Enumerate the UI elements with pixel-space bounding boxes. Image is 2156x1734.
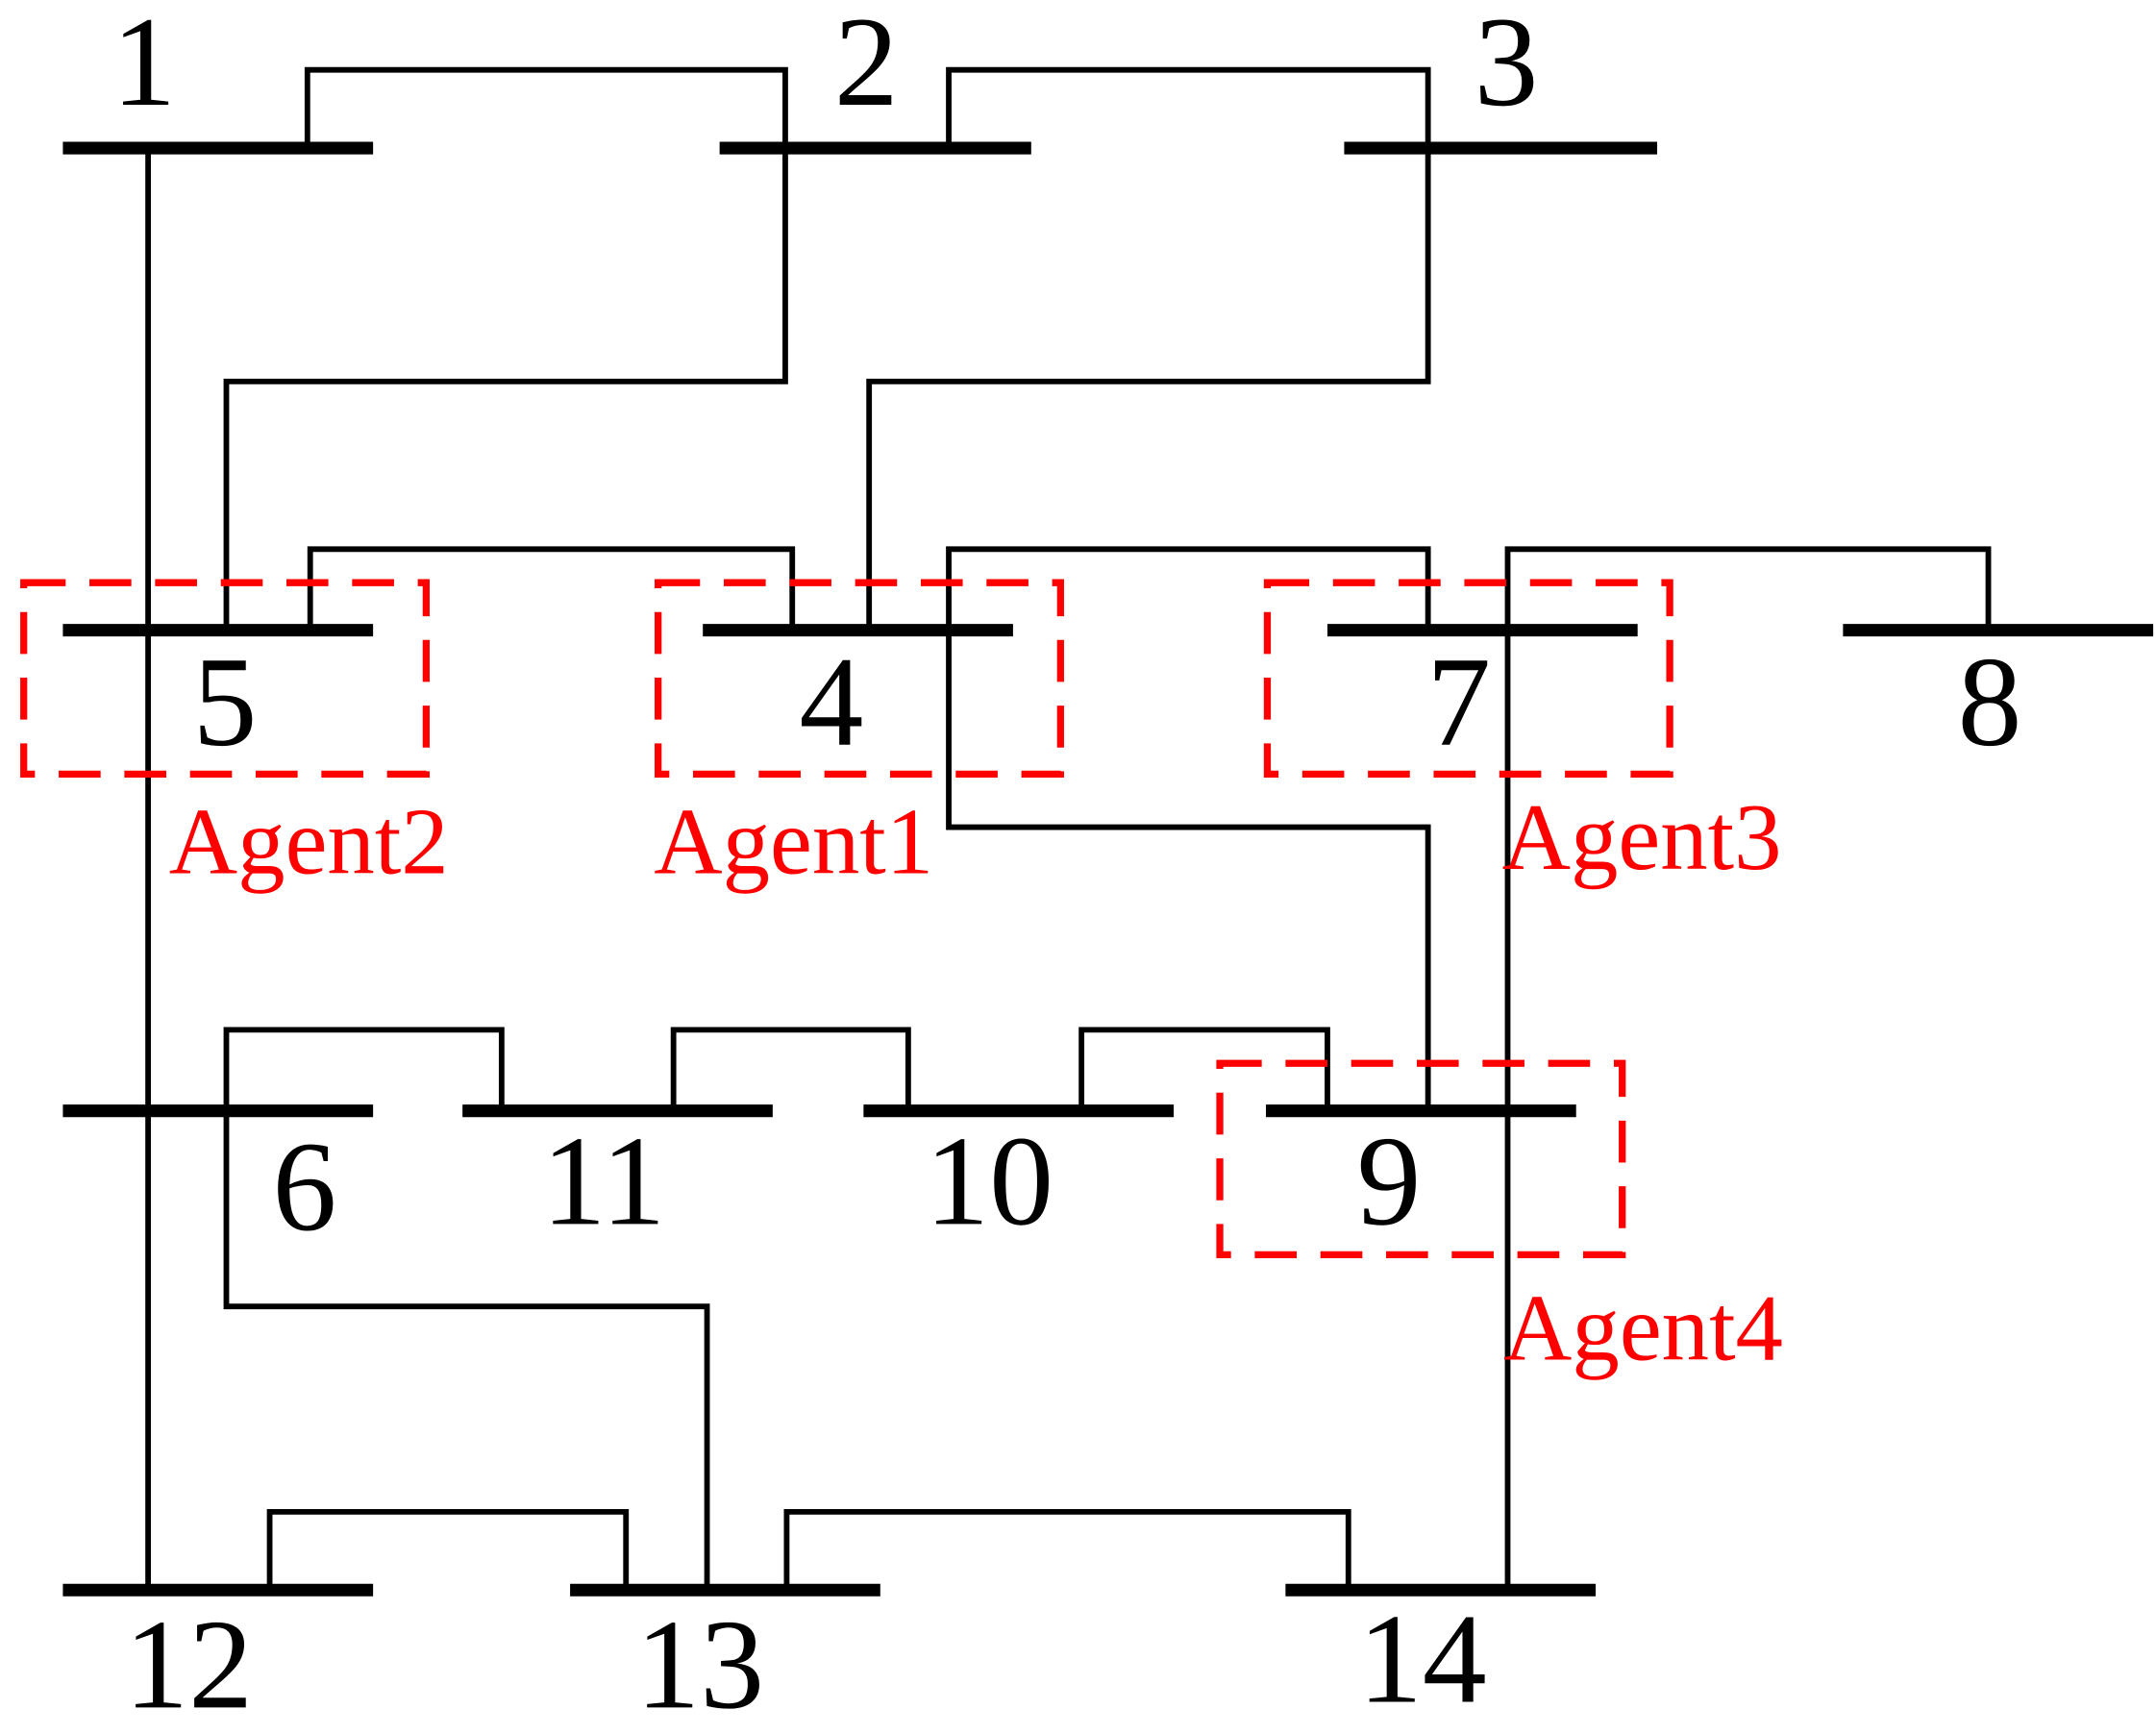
agent-label-3: Agent3 xyxy=(1502,785,1782,890)
line-6-13 xyxy=(223,1110,710,1591)
bus-label-2: 2 xyxy=(834,0,899,133)
bus-label-9: 9 xyxy=(1357,1109,1422,1251)
line-4-7 xyxy=(946,546,1431,631)
bus-label-4: 4 xyxy=(799,631,863,773)
bus-label-1: 1 xyxy=(112,0,176,133)
line-1-2 xyxy=(304,66,788,149)
agent-label-4: Agent4 xyxy=(1503,1276,1783,1380)
line-2-3 xyxy=(946,66,1431,149)
bus-label-6: 6 xyxy=(272,1115,336,1257)
bus-label-3: 3 xyxy=(1475,0,1539,133)
bus-label-10: 10 xyxy=(925,1109,1053,1251)
line-11-10 xyxy=(670,1027,911,1111)
bus-label-12: 12 xyxy=(124,1593,253,1734)
line-5-4 xyxy=(307,546,796,631)
bus-label-5: 5 xyxy=(193,631,258,773)
agent-box-3 xyxy=(1263,579,1673,778)
bus-label-13: 13 xyxy=(635,1593,764,1734)
line-2-5 xyxy=(223,148,788,631)
line-13-14 xyxy=(783,1508,1351,1591)
line-10-9 xyxy=(1078,1027,1330,1111)
line-3-4 xyxy=(866,148,1431,631)
line-6-11 xyxy=(223,1027,505,1111)
bus-label-14: 14 xyxy=(1358,1588,1487,1730)
bus-label-8: 8 xyxy=(1958,631,2022,773)
agent-label-2: Agent2 xyxy=(169,790,449,895)
bus-label-11: 11 xyxy=(542,1109,666,1251)
agent-box-4 xyxy=(1216,1059,1626,1259)
agent-label-1: Agent1 xyxy=(654,790,933,895)
line-7-8 xyxy=(1504,546,1992,631)
line-12-13 xyxy=(266,1508,630,1591)
bus-label-7: 7 xyxy=(1426,631,1491,773)
agent-box-2 xyxy=(20,579,431,778)
line-4-9 xyxy=(946,630,1431,1111)
agent-box-1 xyxy=(655,579,1064,778)
